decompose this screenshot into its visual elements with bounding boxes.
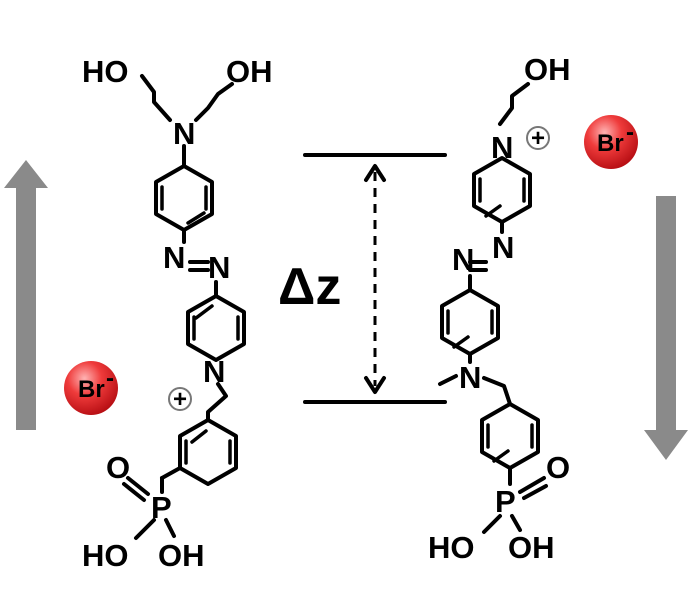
left-ho-label: HO [82, 54, 129, 89]
left-pyridinium-ring [186, 294, 246, 362]
right-positive-charge: + [526, 125, 550, 152]
svg-text:+: + [531, 125, 545, 152]
left-positive-charge: + [168, 386, 192, 413]
right-oh-acid-label: OH [508, 530, 555, 565]
left-ho-acid-label: HO [82, 538, 129, 573]
svg-text:Br: Br [597, 130, 624, 157]
left-oxo-o: O [106, 450, 130, 485]
top-arrowhead [364, 164, 386, 182]
left-azo-n1: N [163, 240, 185, 275]
left-bottom-benzene-ring [178, 418, 238, 486]
right-bromide-ion: Br - [584, 115, 638, 169]
left-azo-n2: N [208, 250, 230, 285]
right-oxo-o: O [546, 450, 570, 485]
left-phosphorus-p: P [151, 490, 172, 525]
down-arrow [644, 196, 688, 460]
right-pyridinium-n: N [491, 130, 513, 165]
right-azo-n2: N [452, 242, 474, 277]
left-top-benzene-ring [154, 164, 214, 232]
right-amine-n: N [459, 360, 481, 395]
left-bromide-ion: Br - [64, 361, 118, 415]
up-arrow [4, 160, 48, 430]
left-molecule: HO OH N N N N + [82, 54, 273, 573]
svg-text:-: - [626, 119, 634, 146]
left-pyridinium-n: N [203, 354, 225, 389]
right-phosphorus-p: P [495, 484, 516, 519]
right-ho-acid-label: HO [428, 530, 475, 565]
right-top-benzene-ring [440, 288, 500, 356]
right-molecule: OH N + N N N P [428, 52, 571, 565]
svg-text:-: - [106, 365, 114, 392]
height-difference-marker [303, 153, 447, 404]
left-oh-acid-label: OH [158, 538, 205, 573]
delta-z-label: Δz [278, 258, 341, 316]
svg-text:Br: Br [78, 376, 105, 403]
svg-text:+: + [173, 386, 187, 413]
right-bottom-benzene-ring [480, 402, 540, 470]
left-amine-n: N [173, 116, 195, 151]
right-oh-label: OH [524, 52, 571, 87]
right-azo-n1: N [492, 230, 514, 265]
bottom-arrowhead [364, 376, 386, 394]
right-pyridinium-ring [472, 156, 532, 224]
